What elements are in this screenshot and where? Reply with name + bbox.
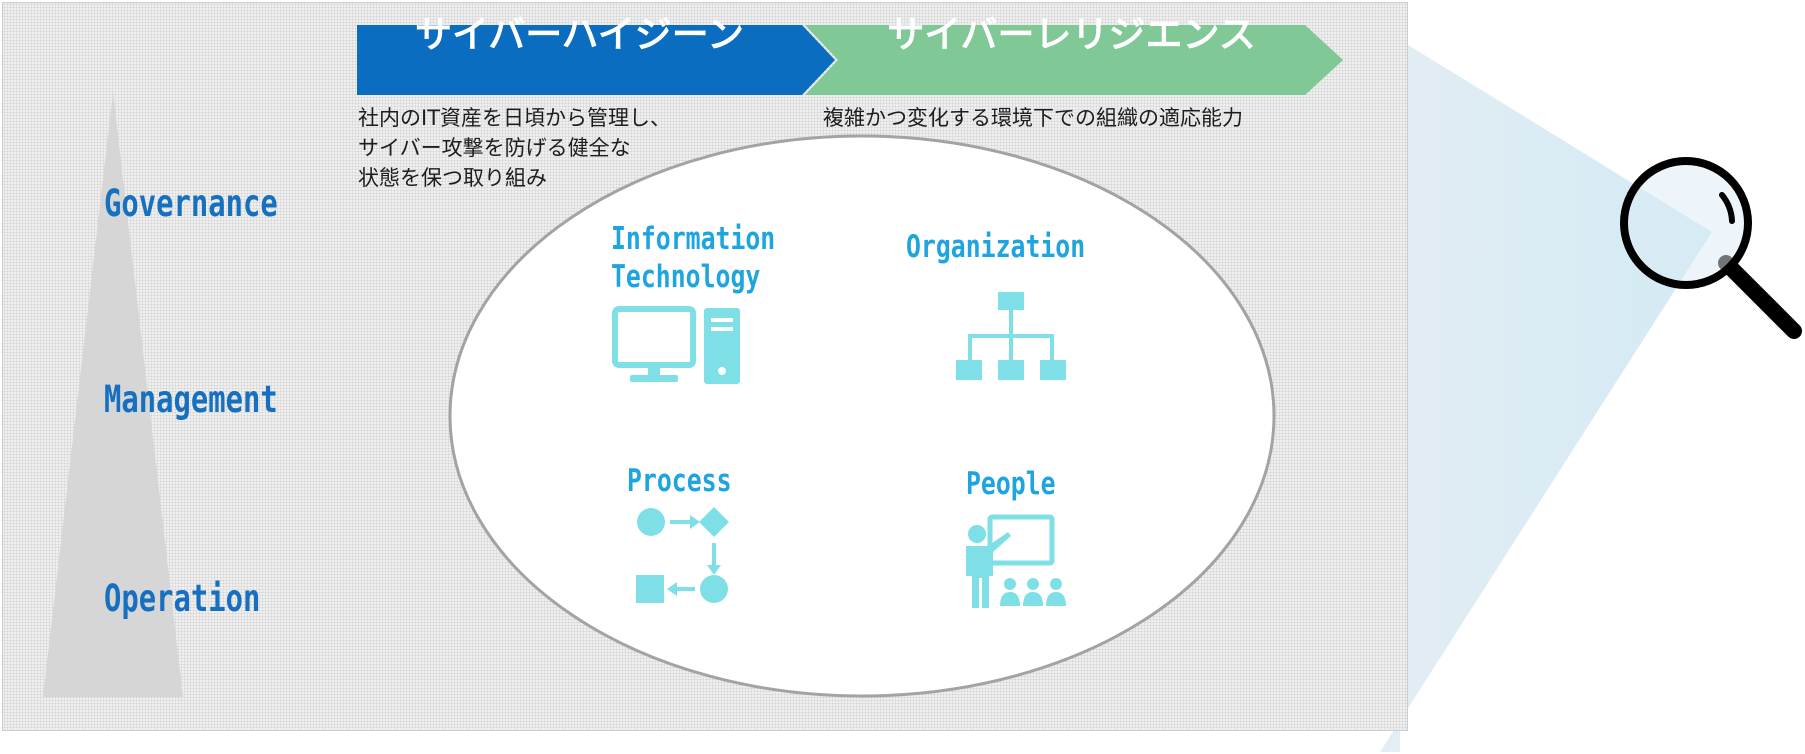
hygiene-banner: サイバーハイジーン xyxy=(415,13,744,56)
presentation-icon xyxy=(966,514,1066,608)
quadrant-label-people: People xyxy=(966,466,1056,502)
hygiene-description-line: 社内のIT資産を日頃から管理し、 xyxy=(358,106,672,130)
hygiene-description-line: 状態を保つ取り組み xyxy=(358,166,547,190)
magnifier-icon xyxy=(1620,157,1802,339)
resilience-banner-shape xyxy=(805,25,1343,95)
computer-icon xyxy=(612,306,740,384)
hygiene-description-line: サイバー攻撃を防げる健全な xyxy=(358,136,631,160)
quadrant-label-it-line: Information xyxy=(611,221,776,257)
quadrant-label-organization: Organization xyxy=(906,229,1086,265)
hygiene-banner-shape xyxy=(357,25,835,95)
level-operation: Operation xyxy=(104,577,261,620)
level-management: Management xyxy=(104,378,278,421)
process-flow-icon xyxy=(636,507,729,603)
quadrant-label-it: Information Technology xyxy=(611,220,775,296)
resilience-banner: サイバーレリジエンス xyxy=(887,13,1256,56)
org-chart-icon xyxy=(956,292,1066,380)
resilience-description: 複雑かつ変化する環境下での組織の適応能力 xyxy=(823,106,1243,130)
level-governance: Governance xyxy=(104,182,278,225)
quadrant-label-process: Process xyxy=(627,463,732,499)
hygiene-description: 社内のIT資産を日頃から管理し、 サイバー攻撃を防げる健全な 状態を保つ取り組み xyxy=(358,103,671,193)
quadrant-label-it-line: Technology xyxy=(611,259,761,295)
